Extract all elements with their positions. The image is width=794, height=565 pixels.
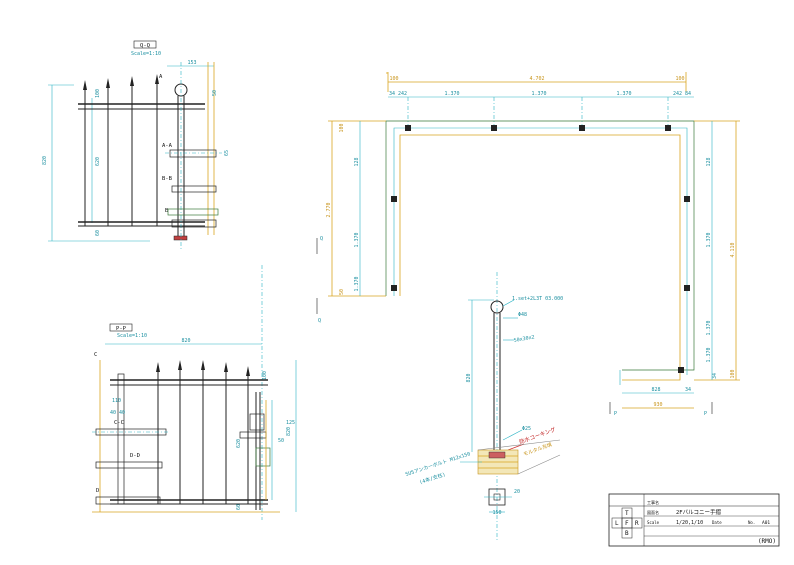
qq-dim-65: 65 [224, 150, 230, 156]
plan-span-3: 1.370 [531, 91, 546, 97]
tb-grid-t: T [625, 510, 629, 517]
plan-view: 4.702 100 100 34 242 1.370 1.370 1.370 2… [316, 72, 740, 417]
pp-label-dd: D-D [130, 453, 140, 459]
qq-dim-inner: 620 [95, 157, 101, 166]
plan-marker-p1: P [614, 411, 617, 417]
qq-title: Q-Q [140, 43, 150, 49]
plan-marker-q2: Q [318, 318, 321, 324]
qq-label-a: A [159, 74, 163, 80]
plan-right-seg-4: 1.370 [706, 347, 712, 362]
plan-bottom-3: 930 [653, 402, 662, 408]
tb-no-label: No. [748, 520, 755, 525]
pp-dim-110: 110 [112, 398, 121, 404]
pp-dim-50: 50 [278, 438, 284, 444]
tb-scale-label: Scale [647, 520, 660, 525]
qq-dim-height: 820 [42, 156, 48, 165]
plan-left-small-2: 50 [339, 289, 345, 295]
plan-right-seg-3: 1.370 [706, 320, 712, 335]
pp-dim-width: 820 [181, 338, 190, 344]
qq-title-box [133, 40, 157, 49]
qq-label-b: B [165, 208, 169, 214]
tb-project-label: 工事名 [647, 499, 659, 505]
plan-bottom-1: 828 [651, 387, 660, 393]
qq-label-bb: B-B [162, 176, 173, 182]
plan-bottom-2: 34 [685, 387, 691, 393]
elev-base1: Φ25 [522, 426, 531, 432]
plan-edge-left: 100 [389, 76, 398, 82]
tb-date-label: Date [712, 520, 722, 525]
tb-drawing-label: 図面名 [647, 509, 659, 515]
elev-anchor2: (4本/支柱) [418, 471, 446, 486]
pp-title-box [109, 323, 133, 332]
pp-dim-125: 125 [286, 420, 295, 426]
tb-scale-value: 1/20,1/10 [676, 520, 703, 526]
pp-scale: Scale=1:10 [117, 333, 147, 339]
title-block: 工事名 図面名 2Fバルコニー手摺 Scale 1/20,1/10 Date N… [608, 493, 780, 547]
section-pp: P-P Scale=1:10 820 C D 110 40 40 C-C D-D [92, 265, 297, 520]
tb-grid-l: L [615, 520, 619, 527]
plan-edge-right: 100 [675, 76, 684, 82]
plan-left-seg-1: 128 [354, 157, 360, 166]
qq-dim-100: 100 [95, 89, 101, 98]
pp-dim-620: 620 [236, 439, 242, 448]
elev-rail2: 50x30x2 [513, 334, 535, 344]
plan-right-small-1: 34 [712, 373, 718, 379]
pp-dim-820: 820 [286, 427, 292, 436]
tb-company: (RMO) [758, 538, 776, 545]
plan-span-2: 1.370 [444, 91, 459, 97]
plan-total-width: 4.702 [529, 76, 544, 82]
qq-dim-50: 50 [212, 90, 218, 96]
plan-marker-p2: P [704, 411, 707, 417]
tb-sheet-no: A01 [762, 520, 770, 526]
plan-left-seg-3: 1.370 [354, 276, 360, 291]
elevation-detail: 820 1.set+2L3T 03.000 Φ48 50x30x2 Φ25 防水… [404, 272, 563, 540]
pp-dim-60: 60 [236, 504, 242, 510]
plan-right-seg-2: 1.370 [706, 232, 712, 247]
pp-title: P-P [116, 326, 127, 332]
tb-grid-b: B [625, 530, 629, 537]
pp-label-d: D [96, 488, 99, 494]
pp-label-cc: C-C [114, 420, 124, 426]
elev-base-dim2: 150 [492, 510, 501, 516]
elev-base-dim: 20 [514, 489, 520, 495]
qq-label-aa: A-A [162, 143, 173, 149]
plan-left-small-1: 100 [339, 123, 345, 132]
qq-dim-60: 60 [95, 230, 101, 236]
pp-dim-m40: 40 40 [110, 410, 125, 416]
plan-marker-q1: Q [320, 236, 323, 242]
tb-grid-r: R [635, 520, 639, 527]
qq-scale: Scale=1:10 [131, 51, 161, 57]
pp-label-c: C [94, 352, 97, 358]
tb-drawing-name: 2Fバルコニー手摺 [676, 508, 722, 516]
tb-grid-f: F [625, 520, 629, 527]
plan-span-5: 242 84 [673, 91, 691, 97]
elev-height: 820 [466, 373, 472, 382]
plan-right-seg-1: 128 [706, 157, 712, 166]
plan-left-total: 2.770 [326, 202, 332, 217]
elev-top-label: 1.set+2L3T 03.000 [512, 296, 563, 302]
plan-right-small-2: 100 [730, 369, 736, 378]
qq-dim-top: 153 [187, 60, 196, 66]
plan-span-1: 34 242 [389, 91, 407, 97]
elev-rail1: Φ48 [518, 312, 527, 318]
plan-right-total: 4.110 [730, 242, 736, 257]
plan-left-seg-2: 1.370 [354, 232, 360, 247]
section-qq: Q-Q Scale=1:10 820 620 100 60 A B 153 [42, 40, 230, 250]
pp-dim-100: 100 [262, 371, 268, 380]
plan-span-4: 1.370 [616, 91, 631, 97]
